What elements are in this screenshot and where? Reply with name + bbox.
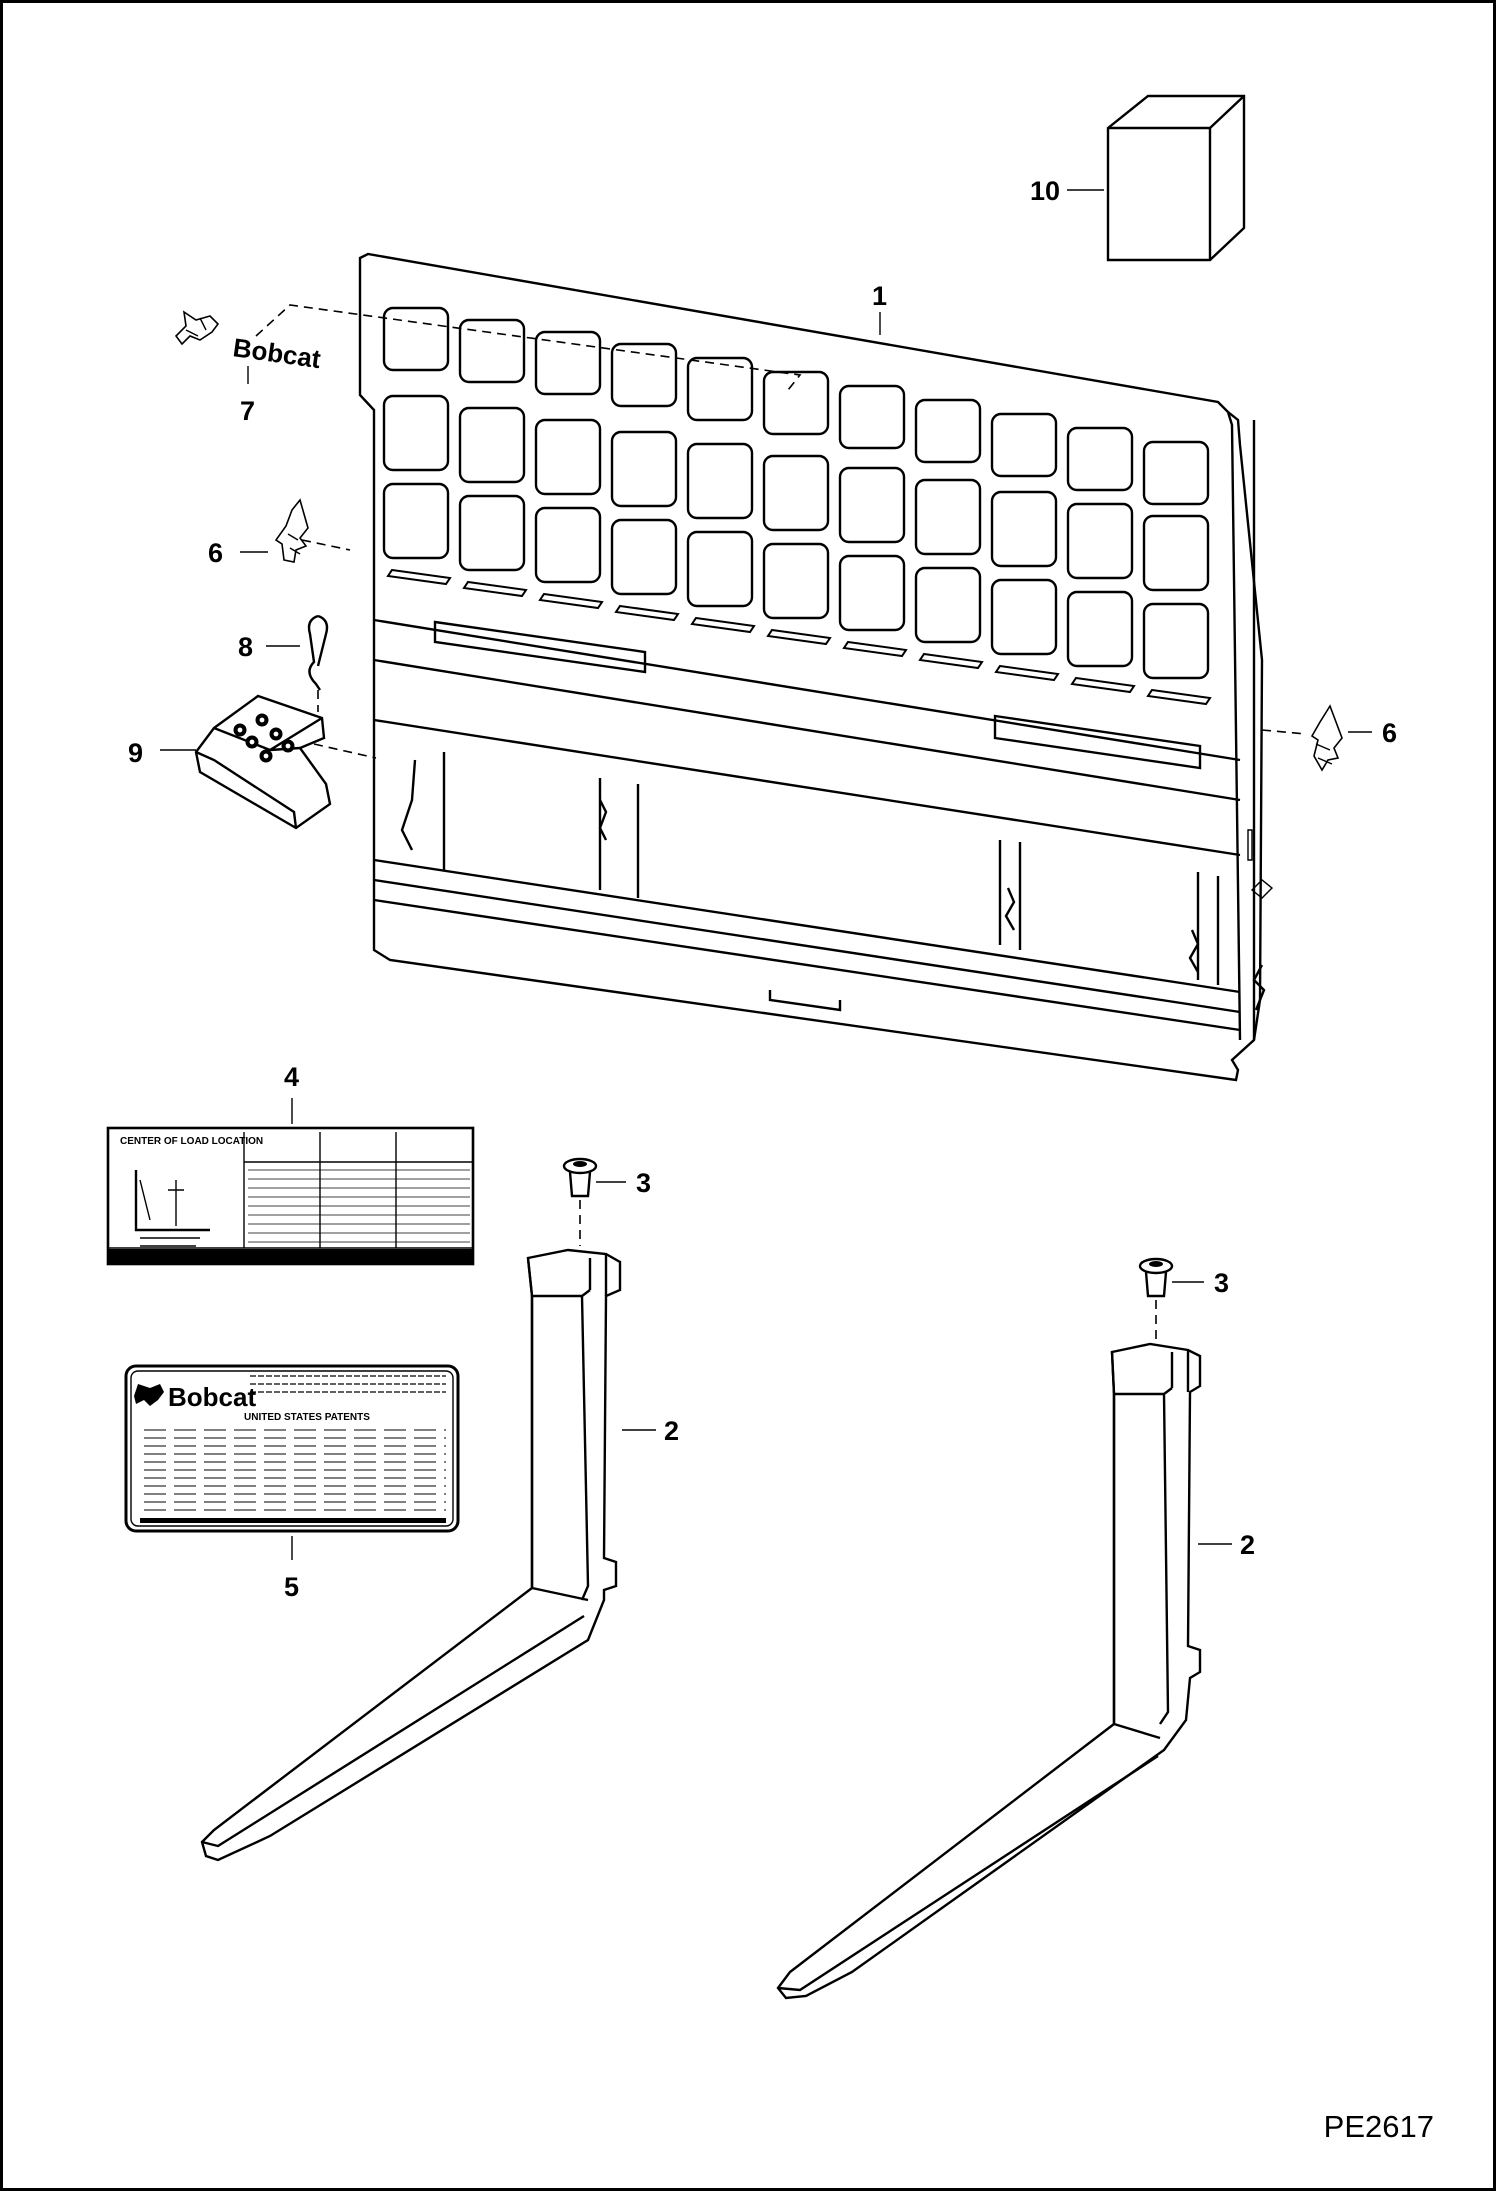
plate-slot xyxy=(842,640,908,658)
grid-opening xyxy=(610,342,678,408)
plate-slot xyxy=(766,628,832,646)
callout-8: 8 xyxy=(238,632,253,662)
grid-opening xyxy=(838,466,906,544)
grid-opening xyxy=(458,494,526,572)
grid-opening xyxy=(838,554,906,632)
callout-3-right: 3 xyxy=(1214,1268,1229,1298)
drawing-id: PE2617 xyxy=(1323,2109,1434,2144)
grid-opening xyxy=(1142,440,1210,506)
plate-slot xyxy=(614,604,680,622)
callout-7: 7 xyxy=(240,396,255,426)
plate-slot xyxy=(386,568,452,586)
grid-opening xyxy=(1142,514,1210,592)
callout-3-left: 3 xyxy=(636,1168,651,1198)
part-5-patent-decal: Bobcat UNITED STATES PATENTS xyxy=(124,1364,460,1533)
grid-opening xyxy=(762,542,830,620)
grid-opening xyxy=(762,370,830,436)
part-3-bolt-right xyxy=(1138,1257,1174,1298)
grid-opening xyxy=(990,490,1058,568)
grid-opening xyxy=(534,418,602,496)
leader-6-left-dashed xyxy=(301,539,351,551)
grid-opening xyxy=(458,406,526,484)
leader-7-dashed xyxy=(255,304,802,391)
grid-opening xyxy=(686,356,754,422)
grid-opening xyxy=(382,482,450,560)
grid-opening xyxy=(914,398,982,464)
patent-decal-title: UNITED STATES PATENTS xyxy=(244,1412,370,1423)
callout-9: 9 xyxy=(128,738,143,768)
grid-opening xyxy=(686,442,754,520)
grid-opening xyxy=(990,578,1058,656)
grid-opening xyxy=(914,566,982,644)
load-chart-heading: CENTER OF LOAD LOCATION xyxy=(120,1136,263,1147)
plate-slot xyxy=(538,592,604,610)
part-4-load-chart-decal: CENTER OF LOAD LOCATION xyxy=(106,1126,475,1266)
grid-opening xyxy=(990,412,1058,478)
part-7-logo-decal: Bobcat xyxy=(174,310,323,374)
grid-opening xyxy=(534,506,602,584)
grid-opening xyxy=(610,430,678,508)
callout-1: 1 xyxy=(872,281,887,311)
plate-slot xyxy=(994,664,1060,682)
callout-6-right: 6 xyxy=(1382,718,1397,748)
callout-5: 5 xyxy=(284,1572,299,1602)
callout-2-left: 2 xyxy=(664,1416,679,1446)
grid-opening xyxy=(1142,602,1210,680)
part-6-decal-right xyxy=(1310,704,1343,772)
grid-opening xyxy=(382,394,450,472)
back-plate-grid xyxy=(382,306,1210,680)
part-10-box xyxy=(1106,94,1246,262)
plate-slot xyxy=(462,580,528,598)
part-3-bolt-left xyxy=(562,1157,598,1198)
grid-opening xyxy=(914,478,982,556)
back-plate-slots xyxy=(386,568,1212,706)
grid-opening xyxy=(534,330,602,396)
part-9-bracket xyxy=(194,694,332,830)
plate-slot xyxy=(1146,688,1212,706)
grid-opening xyxy=(382,306,450,372)
part-8-pin xyxy=(307,614,329,691)
callout-10: 10 xyxy=(1030,176,1060,206)
grid-opening xyxy=(1066,502,1134,580)
plate-slot xyxy=(918,652,984,670)
plate-slot xyxy=(690,616,756,634)
leader-9-dashed xyxy=(313,743,377,759)
grid-opening xyxy=(610,518,678,596)
part-2-fork-right xyxy=(776,1342,1202,2000)
part-6-decal-left xyxy=(274,498,309,563)
callout-4: 4 xyxy=(284,1062,299,1092)
callout-6-left: 6 xyxy=(208,538,223,568)
grid-opening xyxy=(762,454,830,532)
grid-opening xyxy=(458,318,526,384)
callout-2-right: 2 xyxy=(1240,1530,1255,1560)
grid-opening xyxy=(1066,426,1134,492)
leader-6-right-dashed xyxy=(1261,729,1307,735)
patent-decal-brand: Bobcat xyxy=(168,1382,256,1412)
grid-opening xyxy=(686,530,754,608)
part-2-fork-left xyxy=(200,1248,622,1862)
grid-opening xyxy=(838,384,906,450)
plate-slot xyxy=(1070,676,1136,694)
logo-decal-text: Bobcat xyxy=(231,332,323,374)
grid-opening xyxy=(1066,590,1134,668)
